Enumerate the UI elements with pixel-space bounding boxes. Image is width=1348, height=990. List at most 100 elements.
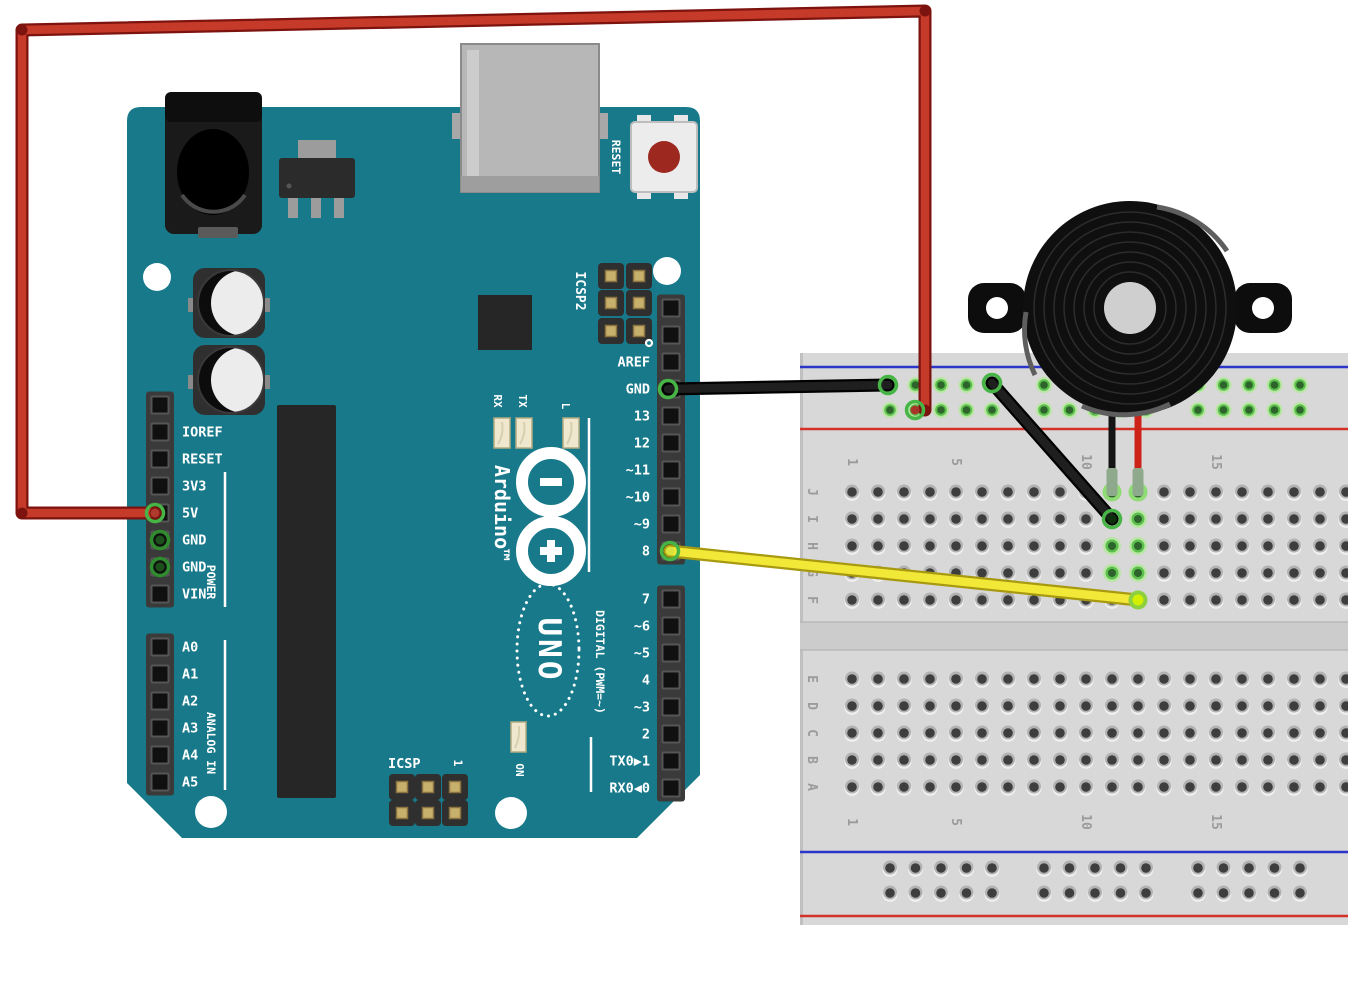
- pin-label: 5V: [182, 506, 198, 522]
- header-pin: [150, 745, 170, 765]
- header-pin: [661, 487, 681, 507]
- mounting-hole: [653, 257, 681, 285]
- pin-label: AREF: [617, 355, 650, 371]
- pin-headers: [146, 294, 685, 802]
- header-pin: [150, 772, 170, 792]
- breadboard-label: H: [804, 542, 819, 550]
- header-pin: [661, 325, 681, 345]
- header-pin: [661, 433, 681, 453]
- pin-label: IOREF: [182, 425, 223, 441]
- on-label: ON: [513, 763, 526, 776]
- arduino-uno-board[interactable]: RESET ICSP 2 RX TX: [127, 43, 700, 838]
- reset-label: RESET: [609, 140, 623, 175]
- net-marker-pin-net: [149, 556, 171, 578]
- header-pin: [661, 514, 681, 534]
- icsp-header: [389, 774, 468, 826]
- breadboard-label: 5: [948, 818, 963, 826]
- net-marker-wire-red-rail-end: [904, 399, 926, 421]
- breadboard-label: G: [804, 569, 819, 577]
- breadboard-label: I: [804, 515, 819, 523]
- breadboard-label: B: [804, 756, 819, 764]
- pin-label: A2: [182, 694, 198, 710]
- buzzer-ear-hole: [986, 297, 1008, 319]
- header-pin: [150, 476, 170, 496]
- net-marker-wire-yellow-end: [659, 540, 681, 562]
- pin-label: A0: [182, 640, 198, 656]
- pin-label: A3: [182, 721, 198, 737]
- black-ground-wire[interactable]: [661, 378, 895, 396]
- header-strip: [146, 633, 174, 796]
- l-led: [562, 417, 580, 449]
- piezo-buzzer[interactable]: [968, 201, 1292, 496]
- header-pin: [661, 697, 681, 717]
- pin-label: 4: [642, 673, 650, 689]
- header-pin: [661, 643, 681, 663]
- buzzer-ear-hole: [1252, 297, 1274, 319]
- reset-button-cap[interactable]: [648, 141, 680, 173]
- net-marker-wire-black-end: [1101, 508, 1123, 530]
- pin-label: ~5: [634, 646, 650, 662]
- mounting-hole: [495, 797, 527, 829]
- header-pin: [661, 616, 681, 636]
- pin-label: 2: [642, 727, 650, 743]
- silk-lines: [223, 418, 593, 792]
- pin-label: VIN: [182, 587, 206, 603]
- pin-label: A5: [182, 775, 198, 791]
- pin-label: GND: [182, 560, 206, 576]
- rx-led: [493, 417, 511, 449]
- l-label: L: [559, 403, 572, 410]
- header-pin: [661, 406, 681, 426]
- breadboard-label: D: [804, 702, 819, 710]
- pin-label: RESET: [182, 452, 223, 468]
- rx-label: RX: [491, 394, 504, 408]
- on-led: [510, 721, 527, 753]
- arduino-logo: [516, 447, 586, 586]
- pin-label: 3V3: [182, 479, 206, 495]
- net-marker-ring: [877, 374, 899, 396]
- breadboard-divider: [800, 622, 1348, 650]
- header-pin: [150, 691, 170, 711]
- voltage-regulator: [279, 140, 355, 218]
- pin-label: 8: [642, 544, 650, 560]
- net-marker-ring: [981, 372, 1003, 394]
- usb-connector: [452, 43, 608, 193]
- pcb-outline: [127, 107, 700, 838]
- wires[interactable]: [15, 4, 1145, 607]
- pin-label: ~6: [634, 619, 650, 635]
- pin-label: ~10: [626, 490, 650, 506]
- icsp-label: ICSP: [388, 756, 421, 772]
- breadboard-label: 15: [1208, 454, 1223, 470]
- black-jumper-wire[interactable]: [985, 376, 1119, 526]
- pin-label: GND: [182, 533, 206, 549]
- header-strip: [146, 391, 174, 608]
- tx-label: TX: [516, 394, 529, 408]
- pin-label: A4: [182, 748, 198, 764]
- header-pin: [661, 298, 681, 318]
- atmega-chip: [277, 405, 336, 798]
- capacitor: [188, 345, 270, 415]
- reset-button[interactable]: [630, 115, 698, 199]
- buzzer-pin-tip: [1132, 468, 1144, 496]
- capacitor: [188, 268, 270, 338]
- breadboard-label: J: [804, 488, 819, 496]
- buzzer-grooves: [1033, 211, 1227, 405]
- mounting-hole: [143, 263, 171, 291]
- buzzer-pin-tip: [1106, 468, 1118, 496]
- buzzer-rim-highlights: [1022, 204, 1230, 418]
- breadboard-label: E: [804, 675, 819, 683]
- header-pin: [150, 664, 170, 684]
- model-label: UNO: [531, 618, 567, 683]
- net-marker-pin-net: [149, 529, 171, 551]
- header-pin: [661, 724, 681, 744]
- icsp2-header: [598, 263, 652, 344]
- breadboard-label: 15: [1208, 814, 1223, 830]
- pin-label: ~3: [634, 700, 650, 716]
- pin-label: A1: [182, 667, 198, 683]
- pin-label: ~11: [626, 463, 650, 479]
- pin-label: GND: [626, 382, 650, 398]
- header-pin: [661, 751, 681, 771]
- yellow-signal-wire[interactable]: [663, 544, 1145, 607]
